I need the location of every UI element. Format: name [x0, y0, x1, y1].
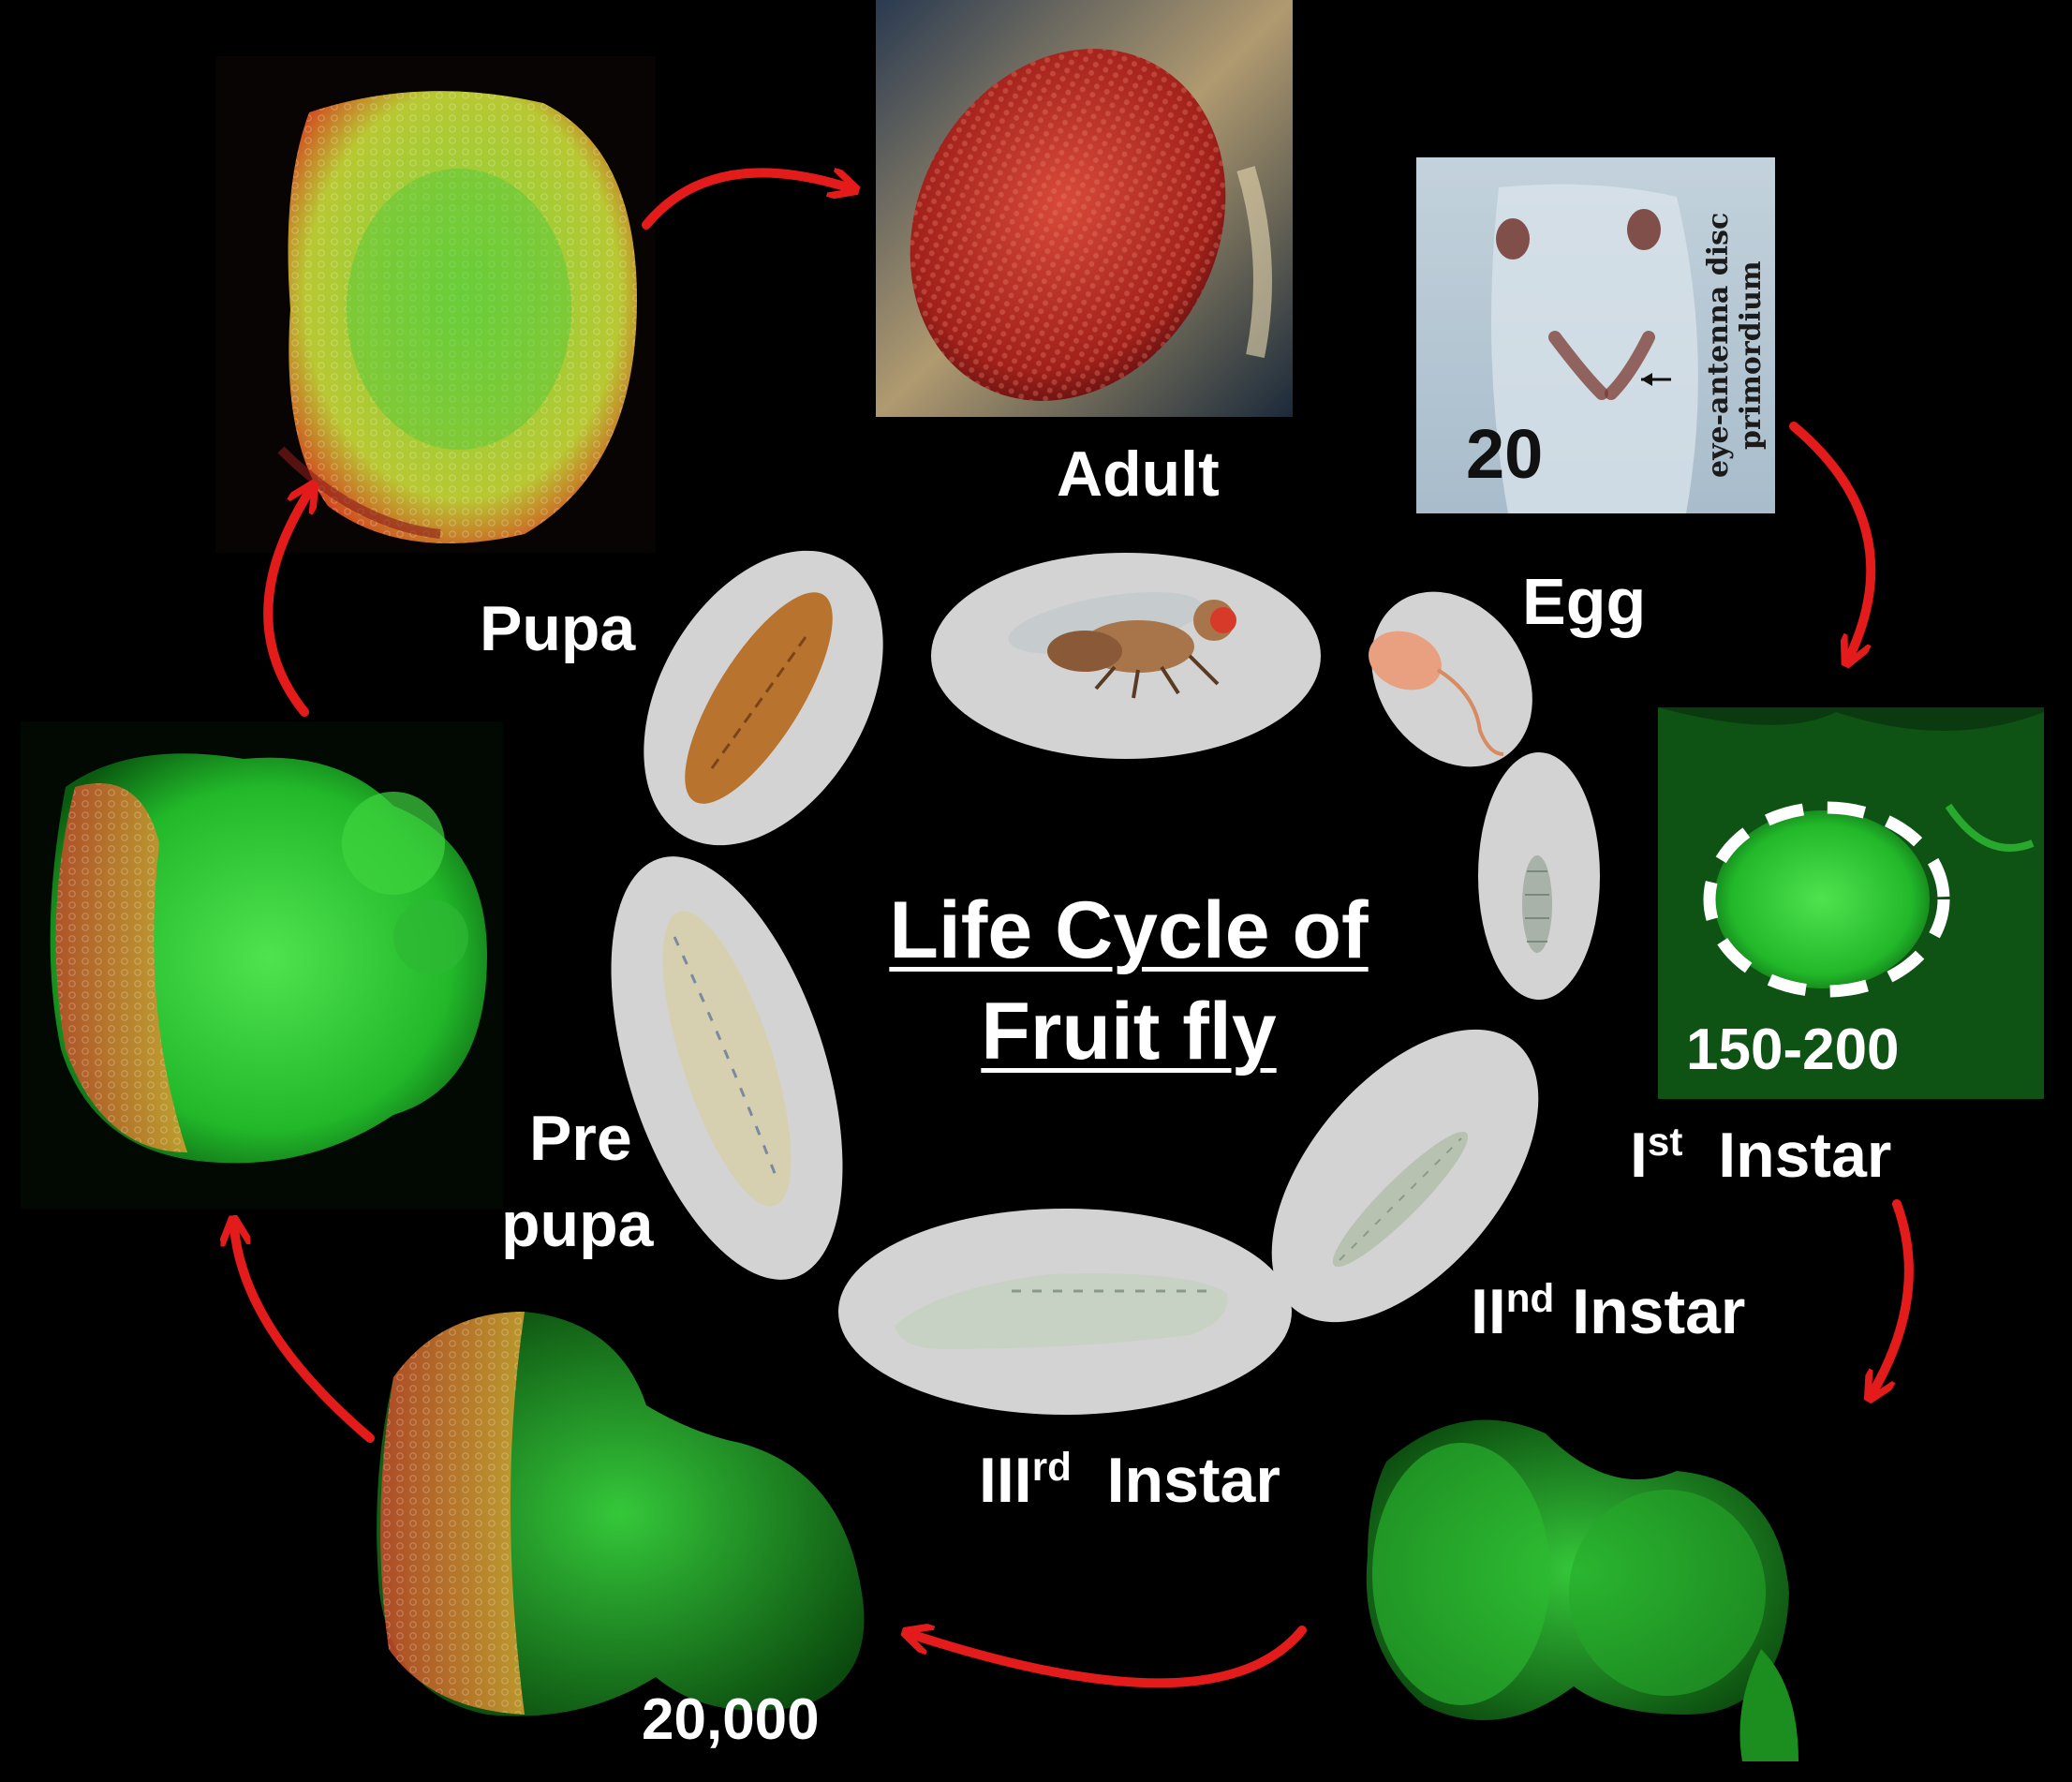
third-instar-sup: rd	[1032, 1445, 1072, 1489]
embryo-annotation-line1: eye-antenna disc	[1703, 213, 1736, 478]
arrow-egg-to-first-instar	[1794, 426, 1871, 656]
second-instar-sup: nd	[1506, 1276, 1555, 1320]
diagram-title-line1: Life Cycle of	[871, 890, 1386, 971]
label-pupa: Pupa	[480, 597, 635, 661]
adult-eye-image	[850, 0, 1293, 456]
first-instar-rest: Instar	[1718, 1120, 1891, 1191]
first-instar-base: I	[1630, 1120, 1648, 1191]
count-embryo: 20	[1466, 420, 1543, 489]
label-first-instar: Ist Instar	[1630, 1122, 1891, 1187]
third-instar-base: III	[979, 1445, 1032, 1516]
second-instar-rest: Instar	[1572, 1276, 1745, 1347]
prepupa-disc-image	[21, 721, 503, 1209]
first-instar-larva-icon	[1522, 855, 1552, 953]
count-first-instar: 150-200	[1686, 1021, 1900, 1079]
third-instar-disc-image	[377, 1312, 864, 1716]
label-egg: Egg	[1522, 569, 1646, 634]
label-third-instar: IIIrd Instar	[979, 1448, 1280, 1512]
label-adult: Adult	[1057, 442, 1220, 506]
embryo-annotation: eye-antenna disc primordium	[1703, 213, 1768, 478]
pupa-oval	[595, 509, 933, 887]
adult-oval	[931, 553, 1321, 759]
first-instar-oval	[1478, 752, 1600, 1000]
third-instar-rest: Instar	[1107, 1445, 1280, 1516]
arrow-pupa-to-adult	[646, 172, 848, 225]
third-instar-oval	[838, 1209, 1292, 1415]
diagram-title: Life Cycle of Fruit fly	[871, 890, 1386, 1072]
embryo-annotation-line2: primordium	[1736, 213, 1769, 450]
second-instar-base: II	[1471, 1276, 1506, 1347]
prepupa-line2: pupa	[501, 1182, 653, 1269]
second-instar-disc-image	[1354, 1401, 1803, 1761]
arrow-first-to-second-instar	[1873, 1204, 1909, 1391]
label-second-instar: IInd Instar	[1471, 1279, 1745, 1344]
count-third-instar: 20,000	[642, 1691, 820, 1749]
arrow-third-to-prepupa	[234, 1227, 370, 1438]
label-prepupa: Pre pupa	[501, 1096, 653, 1269]
pupa-eye-disc-image	[215, 56, 656, 553]
diagram-title-line2: Fruit fly	[871, 991, 1386, 1072]
first-instar-sup: st	[1648, 1120, 1682, 1164]
prepupa-line1: Pre	[529, 1096, 653, 1182]
arrow-second-to-third-instar	[913, 1630, 1302, 1683]
